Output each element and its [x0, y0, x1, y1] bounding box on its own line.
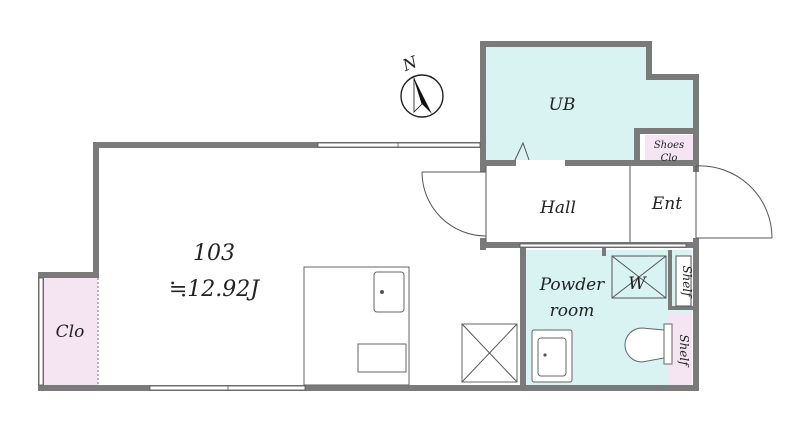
washer-label: W [628, 274, 647, 294]
sliding-door [519, 243, 687, 248]
north-arrow-icon: N [399, 52, 444, 118]
bath-door-marker [514, 141, 530, 161]
main-door-swing [421, 171, 487, 237]
toilet [624, 323, 673, 365]
room-number-label: 103 [193, 241, 235, 266]
room-area-label: ≒12.92J [169, 277, 260, 302]
wash-basin [531, 329, 573, 383]
shelf-lower-label: Shelf [677, 334, 691, 368]
closet-label: Clo [56, 322, 85, 342]
refrigerator-space [461, 323, 518, 383]
kitchen-counter [303, 266, 410, 386]
hall-label: Hall [539, 198, 576, 218]
shelf-upper-label: Shelf [680, 265, 694, 299]
powder-room-label-2: room [550, 301, 595, 321]
windows [38, 142, 481, 391]
powder-room-label: Powder [539, 275, 605, 295]
shelf-upper [675, 255, 692, 307]
unit-bath-area [486, 47, 693, 160]
closet-area [44, 278, 98, 385]
entrance-door-swing [695, 165, 773, 239]
shoes-closet-label: Shoes [654, 140, 684, 151]
entrance-label: Ent [651, 194, 682, 214]
unit-bath-label: UB [549, 95, 576, 115]
shoes-closet-label-2: Clo [661, 153, 678, 164]
washing-machine-space [611, 255, 667, 299]
north-label: N [399, 52, 421, 76]
